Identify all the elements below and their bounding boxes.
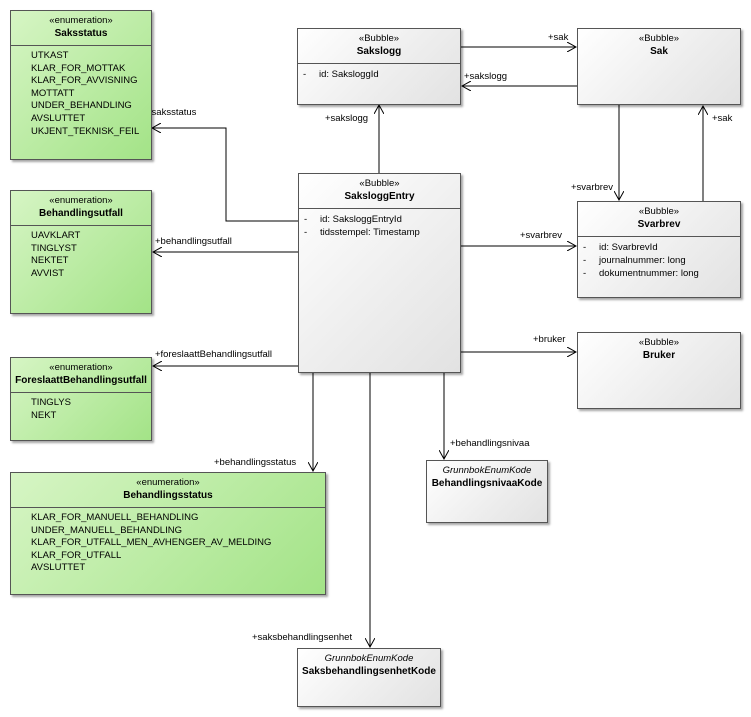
class-attributes: - id: SaksloggId <box>298 64 460 81</box>
assoc-label-sakslogg-back: +sakslogg <box>464 71 507 82</box>
visibility-marker: - <box>304 214 308 225</box>
class-name: Sak <box>650 46 668 57</box>
enum-value: MOTTATT <box>31 87 75 99</box>
class-name: SaksbehandlingsenhetKode <box>302 666 436 677</box>
enum-value: KLAR_FOR_AVVISNING <box>31 75 138 87</box>
enum-stereotype: «enumeration» <box>49 362 113 373</box>
assoc-label-entry-sakslogg: +sakslogg <box>325 113 368 124</box>
enum-values: TINGLYS NEKT <box>11 393 151 422</box>
assoc-label-sak: +sak <box>548 32 569 43</box>
class-name: SaksloggEntry <box>344 191 415 202</box>
class-behandlingsnivaa-kode[interactable]: GrunnbokEnumKode BehandlingsnivaaKode <box>426 460 548 523</box>
compartment-divider <box>298 63 460 64</box>
enum-name: Saksstatus <box>54 28 108 39</box>
visibility-marker: - <box>583 268 587 279</box>
enum-value: UNDER_BEHANDLING <box>31 100 132 112</box>
class-name: Bruker <box>642 350 676 361</box>
enum-value: KLAR_FOR_MANUELL_BEHANDLING <box>31 512 199 523</box>
class-bruker[interactable]: «Bubble» Bruker <box>577 332 741 409</box>
enum-value: KLAR_FOR_UTFALL <box>31 549 122 561</box>
enum-stereotype: «enumeration» <box>49 15 113 26</box>
attribute-text: tidsstempel: Timestamp <box>320 227 420 238</box>
assoc-label-entry-saksbehandlingsenhet: +saksbehandlingsenhet <box>252 632 352 643</box>
attribute-text: dokumentnummer: long <box>599 268 699 279</box>
class-attribute: - id: SvarbrevId <box>583 241 740 254</box>
class-name: BehandlingsnivaaKode <box>431 478 543 489</box>
class-attribute: - id: SaksloggEntryId <box>304 213 460 226</box>
enum-value: NEKT <box>31 409 57 421</box>
enum-value: UNDER_MANUELL_BEHANDLING <box>31 524 182 536</box>
enum-value: KLAR_FOR_UTFALL_MEN_AVHENGER_AV_MELDING <box>31 537 272 549</box>
enum-behandlingsutfall[interactable]: «enumeration» Behandlingsutfall UAVKLART… <box>10 190 152 314</box>
enum-value: AVSLUTTET <box>31 562 86 574</box>
assoc-label-entry-saksstatus: +saksstatus <box>146 107 197 118</box>
class-attributes: - id: SvarbrevId - journalnummer: long - do… <box>578 237 740 280</box>
enum-value: UKJENT_TEKNISK_FEIL <box>31 125 140 137</box>
compartment-divider <box>11 225 151 226</box>
visibility-marker: - <box>303 69 307 80</box>
enum-value: KLAR_FOR_MOTTAK <box>31 62 126 74</box>
class-stereotype: GrunnbokEnumKode <box>442 465 532 476</box>
enum-values: UTKAST KLAR_FOR_MOTTAK KLAR_FOR_AVVISNIN… <box>11 46 151 138</box>
assoc-label-entry-svarbrev: +svarbrev <box>520 230 562 241</box>
enum-stereotype: «enumeration» <box>49 195 113 206</box>
class-attribute: - id: SaksloggId <box>303 68 460 81</box>
assoc-label-sak-svarbrev: +svarbrev <box>571 182 613 193</box>
class-stereotype: «Bubble» <box>358 33 400 44</box>
class-stereotype: GrunnbokEnumKode <box>324 653 414 664</box>
assoc-label-entry-bruker: +bruker <box>533 334 565 345</box>
enum-name: Behandlingsstatus <box>123 490 213 501</box>
class-stereotype: «Bubble» <box>359 178 400 189</box>
compartment-divider <box>11 392 151 393</box>
compartment-divider <box>11 507 325 508</box>
assoc-label-entry-behandlingsutfall: +behandlingsutfall <box>155 236 232 247</box>
enum-value: AVSLUTTET <box>31 112 86 124</box>
class-stereotype: «Bubble» <box>638 206 680 217</box>
enum-value: NEKTET <box>31 255 69 267</box>
enum-values: KLAR_FOR_MANUELL_BEHANDLING UNDER_MANUEL… <box>11 508 325 575</box>
enum-foreslaatt-behandlingsutfall[interactable]: «enumeration» ForeslaattBehandlingsutfal… <box>10 357 152 441</box>
compartment-divider <box>299 208 460 209</box>
enum-name: ForeslaattBehandlingsutfall <box>15 375 147 386</box>
class-stereotype: «Bubble» <box>638 33 680 44</box>
compartment-divider <box>11 45 151 46</box>
assoc-label-svarbrev-sak: +sak <box>712 113 733 124</box>
enum-values: UAVKLART TINGLYST NEKTET AVVIST <box>11 226 151 280</box>
enum-value: AVVIST <box>31 267 65 279</box>
compartment-divider <box>578 236 740 237</box>
assoc-line-entry-saksstatus <box>152 128 298 222</box>
enum-value: UAVKLART <box>31 230 81 241</box>
attribute-text: id: SaksloggEntryId <box>320 214 402 225</box>
class-svarbrev[interactable]: «Bubble» Svarbrev - id: SvarbrevId - journ… <box>577 201 741 298</box>
enum-value: UTKAST <box>31 50 69 61</box>
class-name: Svarbrev <box>637 219 681 230</box>
class-attribute: - dokumentnummer: long <box>583 267 740 280</box>
assoc-label-entry-behandlingsnivaa: +behandlingsnivaa <box>450 438 530 449</box>
class-name: Sakslogg <box>356 46 402 57</box>
class-stereotype: «Bubble» <box>638 337 680 348</box>
assoc-label-entry-foreslaatt: +foreslaattBehandlingsutfall <box>155 349 272 360</box>
visibility-marker: - <box>304 227 308 238</box>
enum-saksstatus[interactable]: «enumeration» Saksstatus UTKAST KLAR_FOR… <box>10 10 152 160</box>
attribute-text: journalnummer: long <box>599 255 686 266</box>
class-attributes: - id: SaksloggEntryId - tidsstempel: Times… <box>299 209 460 239</box>
enum-name: Behandlingsutfall <box>39 208 123 219</box>
assoc-label-entry-behandlingsstatus: +behandlingsstatus <box>214 457 296 468</box>
class-saksbehandlingsenhet-kode[interactable]: GrunnbokEnumKode SaksbehandlingsenhetKod… <box>297 648 441 707</box>
enum-stereotype: «enumeration» <box>136 477 200 488</box>
class-attribute: - tidsstempel: Timestamp <box>304 226 460 239</box>
class-sakslogg[interactable]: «Bubble» Sakslogg - id: SaksloggId <box>297 28 461 105</box>
attribute-text: id: SaksloggId <box>319 69 379 80</box>
class-sak[interactable]: «Bubble» Sak <box>577 28 741 105</box>
attribute-text: id: SvarbrevId <box>599 242 658 253</box>
enum-value: TINGLYST <box>31 242 77 254</box>
class-attribute: - journalnummer: long <box>583 254 740 267</box>
visibility-marker: - <box>583 242 587 253</box>
visibility-marker: - <box>583 255 587 266</box>
enum-value: TINGLYS <box>31 397 71 408</box>
enum-behandlingsstatus[interactable]: «enumeration» Behandlingsstatus KLAR_FOR… <box>10 472 326 595</box>
class-sakslogg-entry[interactable]: «Bubble» SaksloggEntry - id: SaksloggEntr… <box>298 173 461 373</box>
